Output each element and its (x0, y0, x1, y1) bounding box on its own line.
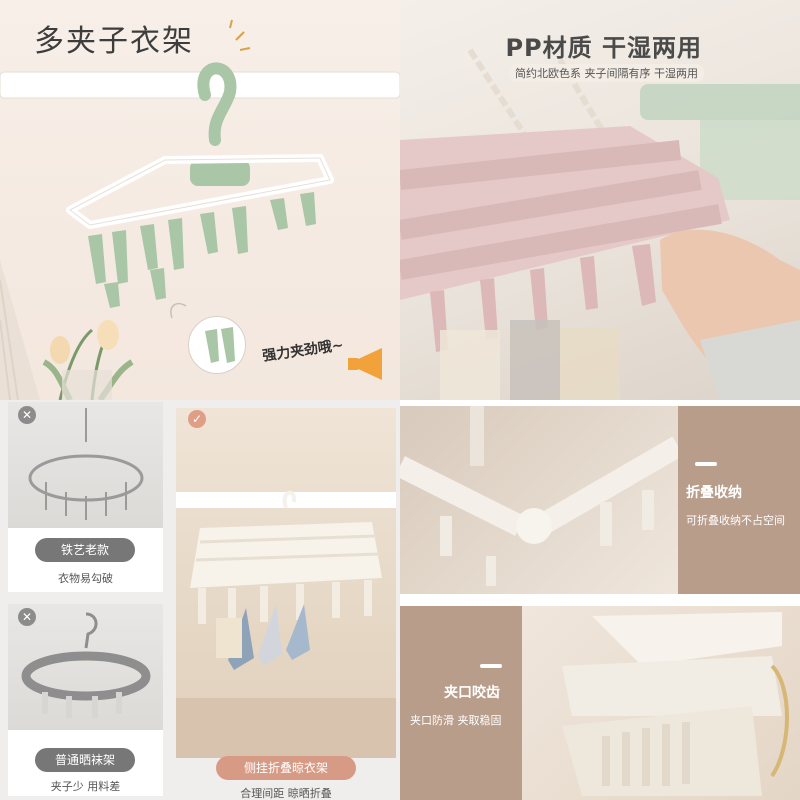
panel-comparison: ✕ 铁艺老款 衣物易勾破 ✕ 普通晒袜架 夹子少 用料差 (0, 400, 400, 800)
comparison-note-featured: 合理间距 晾晒折叠 (240, 787, 332, 800)
comparison-card-iron: ✕ 铁艺老款 衣物易勾破 (8, 402, 163, 592)
check-icon: ✓ (188, 410, 206, 428)
callout-line (170, 302, 187, 319)
panel-hanger-intro: 多夹子衣架 强力夹劲哦~ (0, 0, 400, 400)
hanger-photo (0, 19, 400, 400)
feature-clip-teeth: 夹口咬齿 夹口防滑 夹取稳固 (400, 606, 800, 800)
feature-description: 夹口防滑 夹取稳固 (410, 714, 502, 727)
feature-folding-panel (678, 406, 800, 594)
pink-hanger-photo (400, 48, 800, 400)
comparison-label-featured: 侧挂折叠晾衣架 (216, 756, 356, 780)
clip-detail-bubble (188, 316, 246, 374)
tulip-plant (42, 320, 134, 400)
panel-material: PP材质 干湿两用 简约北欧色系 夹子间隔有序 干湿两用 (400, 0, 800, 400)
clip-group (88, 192, 316, 308)
lamp-shade (0, 260, 40, 400)
sock-hanger-image (8, 604, 163, 730)
megaphone-icon (348, 348, 382, 380)
feature-description: 可折叠收纳不占空间 (686, 514, 785, 527)
divider-dash (695, 462, 717, 466)
feature-heading: 夹口咬齿 (444, 685, 500, 701)
feature-folding: 折叠收纳 可折叠收纳不占空间 (400, 406, 800, 594)
comparison-note: 夹子少 用料差 (50, 780, 121, 793)
comparison-card-sock: ✕ 普通晒袜架 夹子少 用料差 (8, 604, 163, 796)
hanger-hook (190, 62, 250, 186)
feature-heading: 折叠收纳 (686, 485, 742, 501)
comparison-featured-image (176, 408, 396, 758)
material-title: PP材质 干湿两用 (505, 34, 702, 62)
hanger-frame (66, 154, 334, 229)
sparkle-icon (229, 19, 251, 51)
material-subtitle: 简约北欧色系 夹子间隔有序 干湿两用 (509, 64, 704, 82)
comparison-label: 普通晒袜架 (35, 748, 135, 772)
cross-icon: ✕ (18, 608, 36, 626)
comparison-label: 铁艺老款 (35, 538, 135, 562)
page-title: 多夹子衣架 (34, 24, 194, 59)
iron-hanger-image (8, 402, 163, 528)
pink-frame (400, 126, 730, 300)
feature-clip-panel (400, 606, 522, 800)
panel-features: 折叠收纳 可折叠收纳不占空间 夹口咬齿 夹口防滑 夹取稳固 (400, 400, 800, 800)
comparison-note: 衣物易勾破 (58, 572, 113, 585)
folding-hinge-image (400, 406, 684, 594)
clip-teeth-image (522, 606, 800, 800)
cross-icon: ✕ (18, 406, 36, 424)
divider-dash (480, 664, 502, 668)
